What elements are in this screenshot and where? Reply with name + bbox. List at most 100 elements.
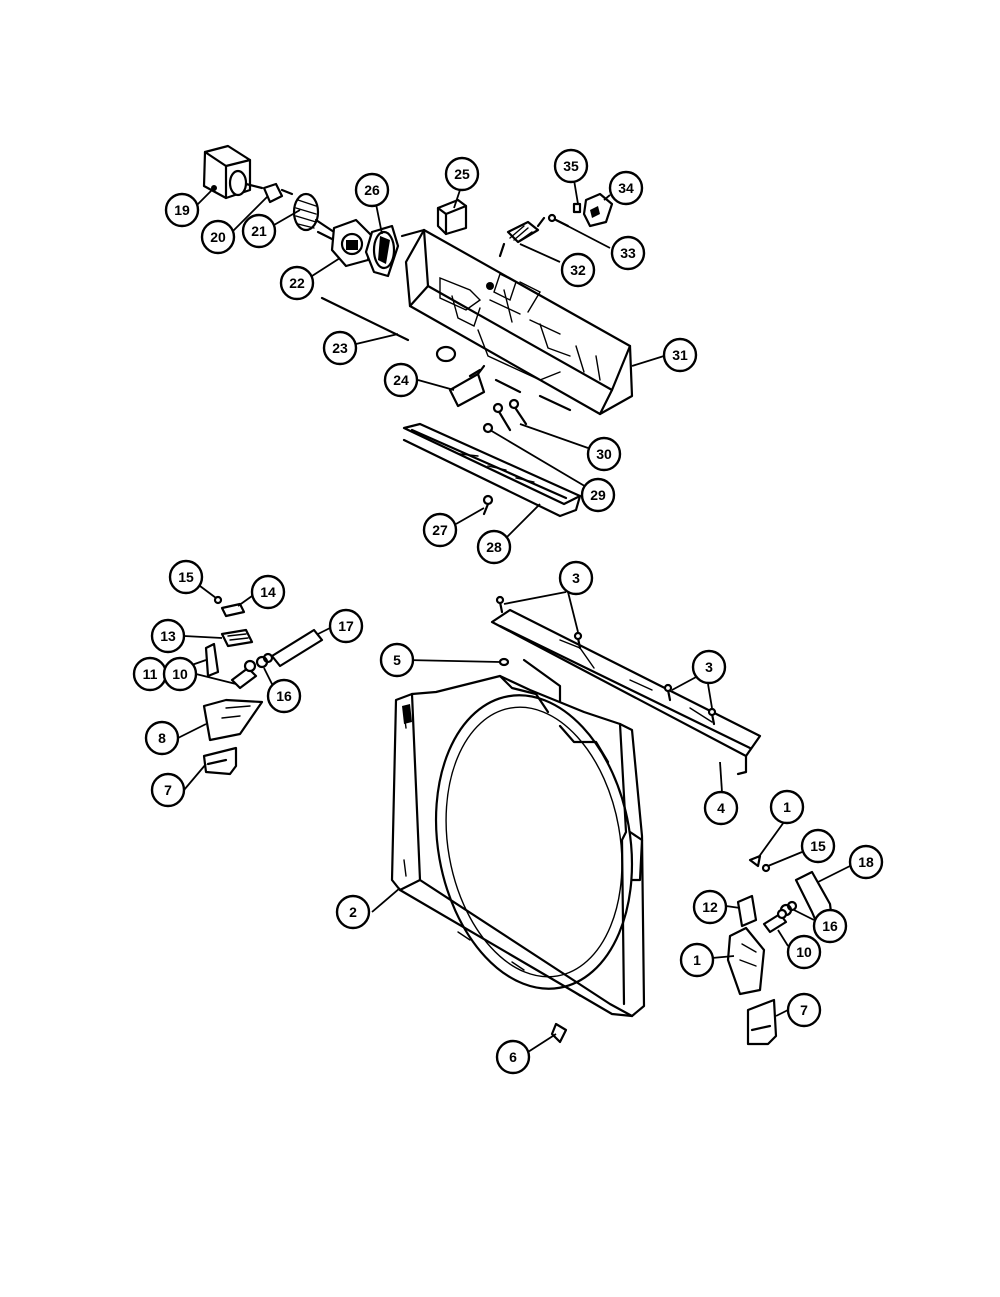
callout-15-left: 15 — [168, 559, 204, 595]
svg-text:10: 10 — [796, 944, 812, 960]
part-2-front-frame — [390, 674, 646, 1018]
part-34-switch — [582, 192, 614, 228]
callout-21: 21 — [241, 213, 277, 249]
part-24-bracket — [448, 364, 486, 408]
part-13-bracket — [220, 628, 254, 648]
svg-text:24: 24 — [393, 372, 409, 388]
svg-text:17: 17 — [338, 618, 354, 634]
svg-text:30: 30 — [596, 446, 612, 462]
svg-text:8: 8 — [158, 730, 166, 746]
part-5-clip — [498, 657, 510, 667]
svg-text:16: 16 — [276, 688, 292, 704]
svg-text:7: 7 — [164, 782, 172, 798]
part-28-cover-plate — [402, 422, 582, 518]
part-3-screws-right — [663, 683, 717, 726]
svg-text:26: 26 — [364, 182, 380, 198]
callout-18: 18 — [848, 844, 884, 880]
part-19-motor — [202, 144, 264, 200]
callout-16-right: 16 — [812, 908, 848, 944]
callout-20: 20 — [200, 219, 236, 255]
callout-3-right: 3 — [691, 649, 727, 685]
callout-30: 30 — [586, 436, 622, 472]
callout-10-left: 10 — [162, 656, 198, 692]
callout-8: 8 — [144, 720, 180, 756]
callout-24: 24 — [383, 362, 419, 398]
callout-12: 12 — [692, 889, 728, 925]
part-25-clip — [436, 198, 468, 236]
part-12-guide-right — [736, 894, 758, 928]
part-35-nut — [572, 202, 582, 214]
callout-4: 4 — [703, 790, 739, 826]
callout-26: 26 — [354, 172, 390, 208]
svg-text:10: 10 — [172, 666, 188, 682]
callout-28: 28 — [476, 529, 512, 565]
callout-35: 35 — [553, 148, 589, 184]
svg-text:18: 18 — [858, 854, 874, 870]
part-15-screw-left — [213, 595, 223, 605]
callout-5: 5 — [379, 642, 415, 678]
part-7-cover-left — [202, 746, 238, 776]
svg-text:12: 12 — [702, 899, 718, 915]
svg-text:28: 28 — [486, 539, 502, 555]
callout-7-right: 7 — [786, 992, 822, 1028]
part-11-guide — [204, 642, 220, 678]
callout-34: 34 — [608, 170, 644, 206]
svg-text:3: 3 — [705, 659, 713, 675]
svg-text:25: 25 — [454, 166, 470, 182]
part-6-clip-bottom — [550, 1022, 568, 1044]
callout-10-right: 10 — [786, 934, 822, 970]
callout-7-left: 7 — [150, 772, 186, 808]
callout-17: 17 — [328, 608, 364, 644]
callout-14: 14 — [250, 574, 286, 610]
callout-2: 2 — [335, 894, 371, 930]
part-3-screws-top — [495, 595, 583, 650]
callout-1-bottom: 1 — [679, 942, 715, 978]
part-17-tube — [270, 628, 324, 668]
leader-lines — [165, 179, 851, 1053]
svg-text:34: 34 — [618, 180, 634, 196]
svg-text:21: 21 — [251, 223, 267, 239]
part-20-coupler — [262, 182, 294, 204]
svg-text:31: 31 — [672, 347, 688, 363]
part-16-clamp-left — [255, 652, 274, 669]
svg-text:16: 16 — [822, 918, 838, 934]
svg-text:11: 11 — [143, 666, 158, 682]
callout-1-top: 1 — [769, 789, 805, 825]
part-14-clip-left — [220, 602, 246, 618]
svg-text:22: 22 — [289, 275, 305, 291]
part-32-spring — [498, 216, 546, 258]
callout-33: 33 — [610, 235, 646, 271]
svg-text:5: 5 — [393, 652, 401, 668]
part-1-nozzle-right — [726, 926, 766, 996]
callout-27: 27 — [422, 512, 458, 548]
part-26-cam — [364, 224, 400, 278]
part-7-cover-right — [746, 998, 778, 1046]
callout-13: 13 — [150, 618, 186, 654]
callout-29: 29 — [580, 477, 616, 513]
svg-text:6: 6 — [509, 1049, 517, 1065]
part-21-worm-gear — [292, 192, 336, 242]
svg-text:15: 15 — [810, 838, 826, 854]
svg-text:33: 33 — [620, 245, 636, 261]
callout-31: 31 — [662, 337, 698, 373]
callout-19: 19 — [164, 192, 200, 228]
svg-text:13: 13 — [160, 628, 176, 644]
part-23-rod — [320, 296, 410, 342]
callout-22: 22 — [279, 265, 315, 301]
svg-text:7: 7 — [800, 1002, 808, 1018]
svg-text:19: 19 — [174, 202, 190, 218]
part-8-nozzle — [202, 698, 264, 742]
callout-15-right: 15 — [800, 828, 836, 864]
svg-text:4: 4 — [717, 800, 725, 816]
callout-32: 32 — [560, 252, 596, 288]
callout-11: 11 — [132, 656, 168, 692]
svg-text:3: 3 — [572, 570, 580, 586]
svg-text:27: 27 — [432, 522, 448, 538]
svg-text:23: 23 — [332, 340, 348, 356]
part-10-valve-left — [230, 659, 258, 690]
svg-text:35: 35 — [563, 158, 579, 174]
svg-text:32: 32 — [570, 262, 586, 278]
part-27-fastener — [482, 494, 494, 516]
callout-3-top: 3 — [558, 560, 594, 596]
